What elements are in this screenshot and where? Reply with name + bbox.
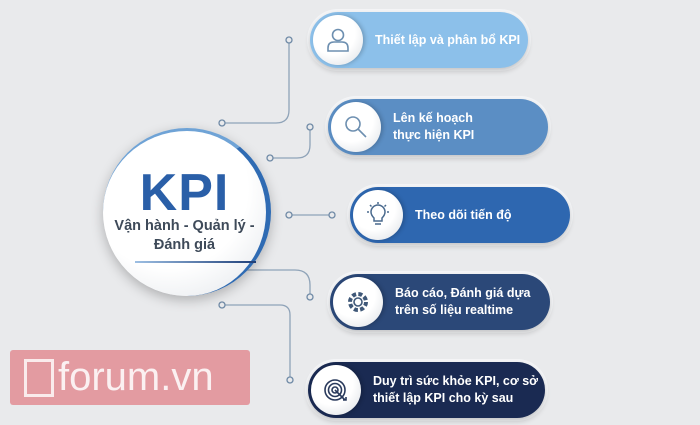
watermark: forum.vn — [10, 350, 250, 405]
gear-icon — [333, 277, 383, 327]
step-maintain-health: Duy trì sức khỏe KPI, cơ sở thiết lập KP… — [308, 362, 545, 418]
step-label: Báo cáo, Đánh giá dựa trên số liệu realt… — [395, 286, 531, 317]
step-plan: Lên kế hoạch thực hiện KPI — [328, 99, 548, 155]
kpi-hub-circle: KPI Vận hành - Quản lý - Đánh giá — [103, 128, 271, 296]
watermark-logo — [24, 358, 54, 397]
hub-title: KPI — [139, 164, 230, 222]
watermark-text: forum.vn — [58, 355, 214, 399]
step-label: Theo dõi tiến độ — [415, 207, 512, 222]
lightbulb-icon — [353, 190, 403, 240]
magnifier-icon — [331, 102, 381, 152]
hub-divider — [135, 261, 256, 263]
user-icon — [313, 15, 363, 65]
target-icon — [311, 365, 361, 415]
step-report-evaluate: Báo cáo, Đánh giá dựa trên số liệu realt… — [330, 274, 550, 330]
step-label: Thiết lập và phân bổ KPI — [375, 32, 521, 47]
step-label: Lên kế hoạch thực hiện KPI — [393, 111, 475, 142]
step-track-progress: Theo dõi tiến độ — [350, 187, 570, 243]
step-setup-allocate: Thiết lập và phân bổ KPI — [310, 12, 528, 68]
hub-subtitle: Vận hành - Quản lý - Đánh giá — [114, 218, 255, 253]
step-label: Duy trì sức khỏe KPI, cơ sở thiết lập KP… — [373, 374, 539, 405]
